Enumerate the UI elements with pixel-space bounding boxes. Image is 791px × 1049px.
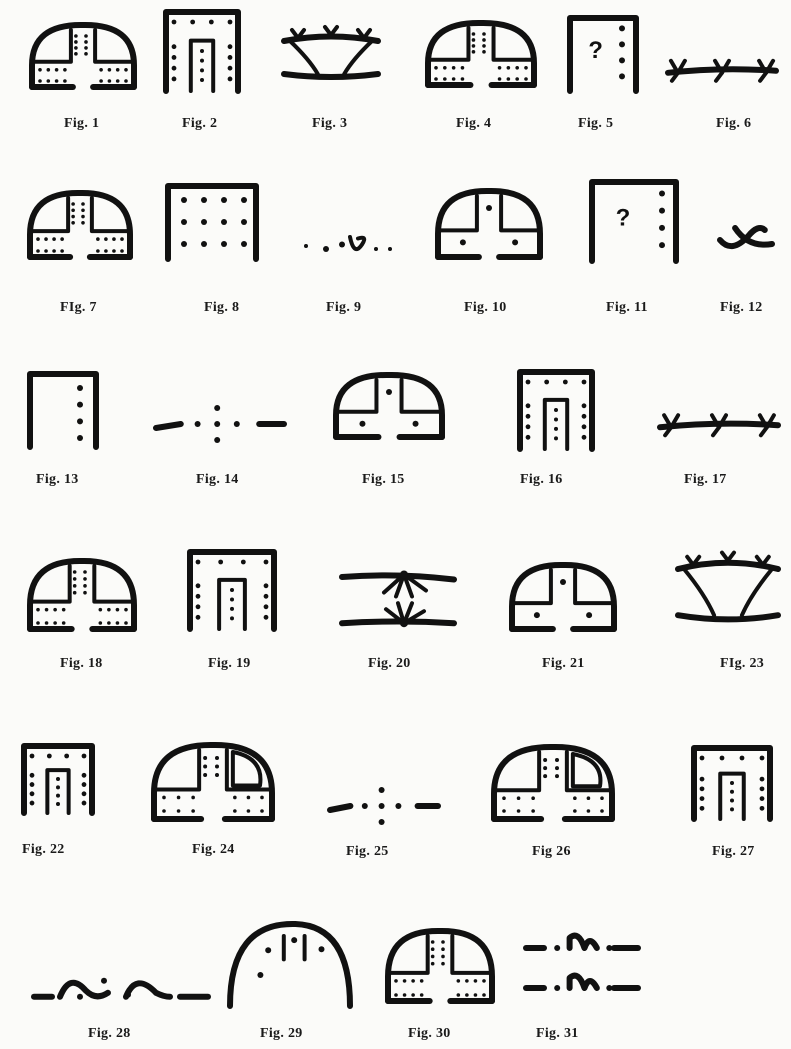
figure-31: Fig. 31 (520, 928, 650, 1046)
figure-caption: Fig. 18 (60, 656, 103, 672)
figure-28: Fig. 28 (30, 966, 214, 1046)
figure-caption: Fig. 31 (536, 1026, 579, 1042)
figure-caption: FIg. 7 (60, 300, 97, 316)
svg-text:?: ? (588, 37, 603, 64)
figure-9: Fig. 9 (298, 228, 402, 318)
figure-caption: Fig. 13 (36, 472, 79, 488)
figure-21: Fig. 21 (508, 560, 622, 680)
figure-8: Fig. 8 (164, 182, 264, 318)
figure-caption: Fig. 6 (716, 116, 751, 132)
branch-line-drawing (656, 400, 782, 444)
figure-caption: Fig. 16 (520, 472, 563, 488)
wave-dots-drawing (30, 966, 214, 1010)
door-framed-drawing (186, 548, 278, 632)
figure-caption: Fig. 28 (88, 1026, 131, 1042)
figure-19: Fig. 19 (186, 548, 286, 680)
figure-20: Fig. 20 (338, 556, 462, 680)
figure-caption: Fig. 2 (182, 116, 217, 132)
figure-caption: Fig. 11 (606, 300, 648, 316)
arch-rounded-drawing (150, 740, 276, 822)
figure-caption: Fig. 14 (196, 472, 239, 488)
svg-text:?: ? (616, 204, 631, 231)
box-question-drawing: ? (588, 178, 680, 264)
figure-15: Fig. 15 (332, 370, 452, 500)
figure-10: Fig. 10 (434, 186, 550, 318)
door-framed-drawing (690, 744, 774, 822)
figure-5: ? Fig. 5 (566, 14, 646, 138)
box-dots-drawing (164, 182, 260, 262)
figure-6: Fig. 6 (664, 48, 788, 138)
arch-plain-drawing (434, 186, 544, 260)
figure-caption: Fig. 1 (64, 116, 99, 132)
figure-13: Fig. 13 (26, 370, 116, 500)
figure-4: Fig. 4 (424, 18, 544, 138)
figure-27: Fig. 27 (690, 744, 786, 868)
figure-29: Fig. 29 (224, 918, 354, 1046)
figure-caption: Fig. 20 (368, 656, 411, 672)
figure-1: Fig. 1 (28, 20, 138, 140)
figure-caption: Fig. 17 (684, 472, 727, 488)
figure-caption: Fig. 5 (578, 116, 613, 132)
figure-22: Fig. 22 (20, 742, 110, 868)
figure-caption: Fig. 4 (456, 116, 491, 132)
branch-loop-drawing (276, 26, 386, 86)
figure-caption: Fig. 24 (192, 842, 235, 858)
branch-star-drawing (338, 556, 458, 640)
figure-caption: Fig 26 (532, 844, 571, 860)
dash-dots-drawing (150, 400, 290, 448)
arch-dotted-drawing (26, 556, 138, 632)
figure-caption: Fig. 30 (408, 1026, 451, 1042)
figure-caption: Fig. 27 (712, 844, 755, 860)
branch-loop-drawing (670, 548, 786, 632)
figure-23: FIg. 23 (670, 548, 790, 680)
figure-caption: Fig. 8 (204, 300, 239, 316)
figure-caption: Fig. 15 (362, 472, 405, 488)
figure-caption: Fig. 19 (208, 656, 251, 672)
figure-30: Fig. 30 (384, 926, 498, 1046)
arch-dotted-drawing (424, 18, 538, 88)
figure-12: Fig. 12 (712, 216, 782, 318)
branch-line-drawing (664, 48, 780, 88)
door-framed-drawing (162, 8, 242, 94)
figure-26: Fig 26 (490, 742, 620, 868)
figure-caption: Fig. 21 (542, 656, 585, 672)
figure-caption: Fig. 22 (22, 842, 65, 858)
door-framed-drawing (516, 368, 596, 452)
arch-tall-drawing (224, 918, 354, 1010)
figure-caption: Fig. 12 (720, 300, 763, 316)
curl-drawing (712, 216, 778, 256)
dash-m-drawing (520, 928, 644, 1008)
arch-dotted-drawing (26, 188, 134, 260)
figure-2: Fig. 2 (162, 8, 252, 138)
figure-caption: Fig. 9 (326, 300, 361, 316)
figure-7: FIg. 7 (26, 188, 136, 318)
door-framed-drawing (20, 742, 96, 816)
figure-caption: Fig. 3 (312, 116, 347, 132)
dash-dots-drawing (324, 786, 444, 826)
arch-rounded-drawing (490, 742, 616, 822)
figure-caption: Fig. 10 (464, 300, 507, 316)
figure-14: Fig. 14 (150, 400, 290, 500)
figure-caption: FIg. 23 (720, 656, 764, 672)
box-right-dots-drawing (26, 370, 106, 450)
figure-caption: Fig. 25 (346, 844, 389, 860)
figure-11: ? Fig. 11 (588, 178, 682, 318)
box-question-drawing: ? (566, 14, 640, 94)
figure-18: Fig. 18 (26, 556, 140, 680)
figure-caption: Fig. 29 (260, 1026, 303, 1042)
arch-dotted-drawing (384, 926, 496, 1004)
figure-24: Fig. 24 (150, 740, 280, 868)
arch-plain-drawing (332, 370, 446, 440)
arch-plain-drawing (508, 560, 618, 632)
figure-3: Fig. 3 (276, 26, 386, 136)
arch-dotted-drawing (28, 20, 138, 90)
figure-16: Fig. 16 (516, 368, 606, 500)
dot-curve-drawing (298, 228, 398, 258)
figure-25: Fig. 25 (324, 786, 444, 868)
figure-17: Fig. 17 (656, 400, 786, 500)
